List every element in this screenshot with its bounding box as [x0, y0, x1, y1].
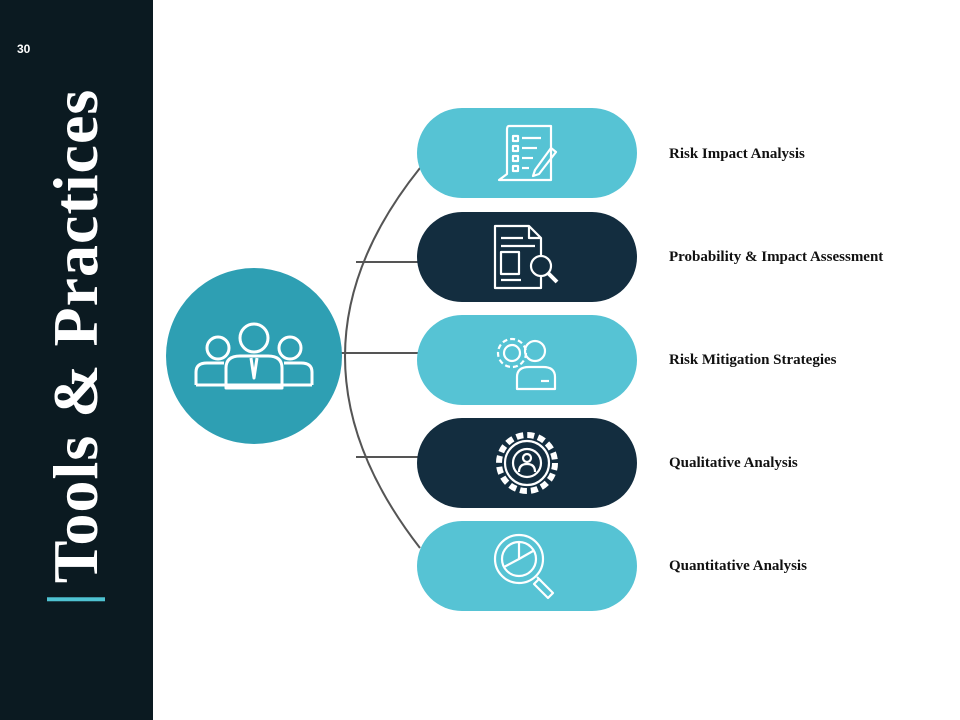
item-pill-mitigation: [417, 315, 637, 405]
document-search-icon: [493, 224, 559, 290]
item-label-qualitative: Qualitative Analysis: [669, 455, 798, 471]
checklist-pen-icon: [497, 124, 558, 182]
sidebar: 30 Tools & Practices: [0, 0, 153, 720]
item-pill-quantitative: [417, 521, 637, 611]
item-pill-qualitative: [417, 418, 637, 508]
user-gear-circle-icon: [496, 432, 558, 494]
item-pill-risk-impact: [417, 108, 637, 198]
item-label-risk-impact: Risk Impact Analysis: [669, 146, 805, 162]
user-gear-icon: [496, 337, 557, 391]
item-pill-probability: [417, 212, 637, 302]
item-label-quantitative: Quantitative Analysis: [669, 558, 807, 574]
center-hub: [166, 268, 342, 444]
item-label-mitigation: Risk Mitigation Strategies: [669, 352, 837, 368]
team-icon: [194, 322, 314, 390]
connector-arc: [344, 167, 421, 549]
slide-number: 30: [17, 42, 31, 56]
item-label-probability: Probability & Impact Assessment: [669, 249, 884, 265]
chart-magnifier-icon: [493, 533, 555, 600]
